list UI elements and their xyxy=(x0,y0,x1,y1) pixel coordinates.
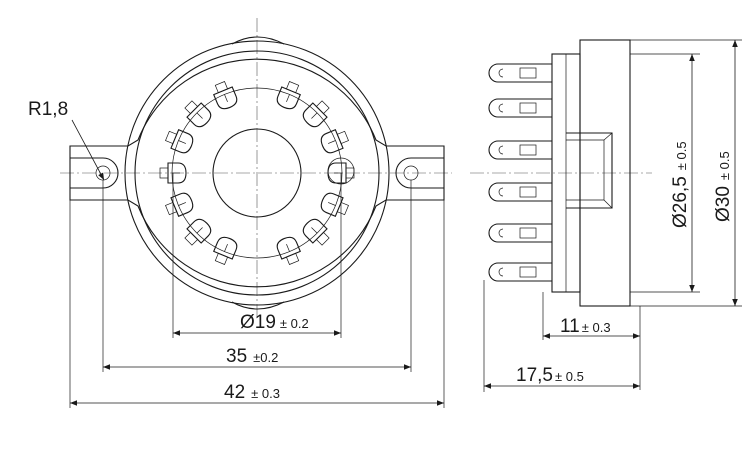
pin-contact xyxy=(213,236,238,265)
body-height-label: 11± 0.3 xyxy=(560,316,611,337)
bottom-key xyxy=(231,301,285,310)
center-hole xyxy=(212,128,302,218)
pin-contact xyxy=(276,236,301,265)
body-outer-circle xyxy=(134,50,380,296)
solder-lug xyxy=(488,223,552,243)
solder-lug xyxy=(488,98,552,118)
flange-outer-circle xyxy=(124,40,390,306)
inner-diameter-label: Ø19± 0.2 xyxy=(240,312,309,333)
radius-leader xyxy=(71,119,105,181)
pin-contact xyxy=(276,81,301,110)
pin-contacts xyxy=(159,81,355,265)
overall-height-label: 17,5± 0.5 xyxy=(516,365,584,386)
solder-lug xyxy=(488,262,552,282)
pin-contact xyxy=(302,100,330,128)
solder-lug xyxy=(488,140,552,160)
pin-spacing-label: 35±0.2 xyxy=(226,346,278,367)
top-key xyxy=(231,36,285,45)
overall-width-label: 42± 0.3 xyxy=(224,382,280,403)
left-mounting-slot xyxy=(70,157,119,189)
solder-lug xyxy=(488,182,552,202)
solder-lugs xyxy=(488,63,552,282)
front-view xyxy=(60,18,452,318)
pin-contact xyxy=(302,218,330,246)
pin-contact xyxy=(213,81,238,110)
pin-contact xyxy=(184,218,212,246)
dimensions: R1,8 Ø19± 0.2 35±0.2 42± 0.3 Ø26,5± 0.5 … xyxy=(28,39,742,408)
pin-contact xyxy=(320,129,349,154)
pin-contact xyxy=(165,129,194,154)
side-view xyxy=(470,39,652,307)
body-diameter-label: Ø26,5± 0.5 xyxy=(670,141,691,228)
right-slot-hole xyxy=(403,165,419,181)
pin-contact xyxy=(320,192,349,217)
flange-diameter-label: Ø30± 0.5 xyxy=(713,151,734,222)
pin-contact xyxy=(165,192,194,217)
retaining-clip xyxy=(566,132,613,209)
solder-lug xyxy=(488,63,552,83)
radius-label: R1,8 xyxy=(28,99,68,120)
right-mounting-slot xyxy=(395,157,444,189)
pin-contact xyxy=(184,100,212,128)
